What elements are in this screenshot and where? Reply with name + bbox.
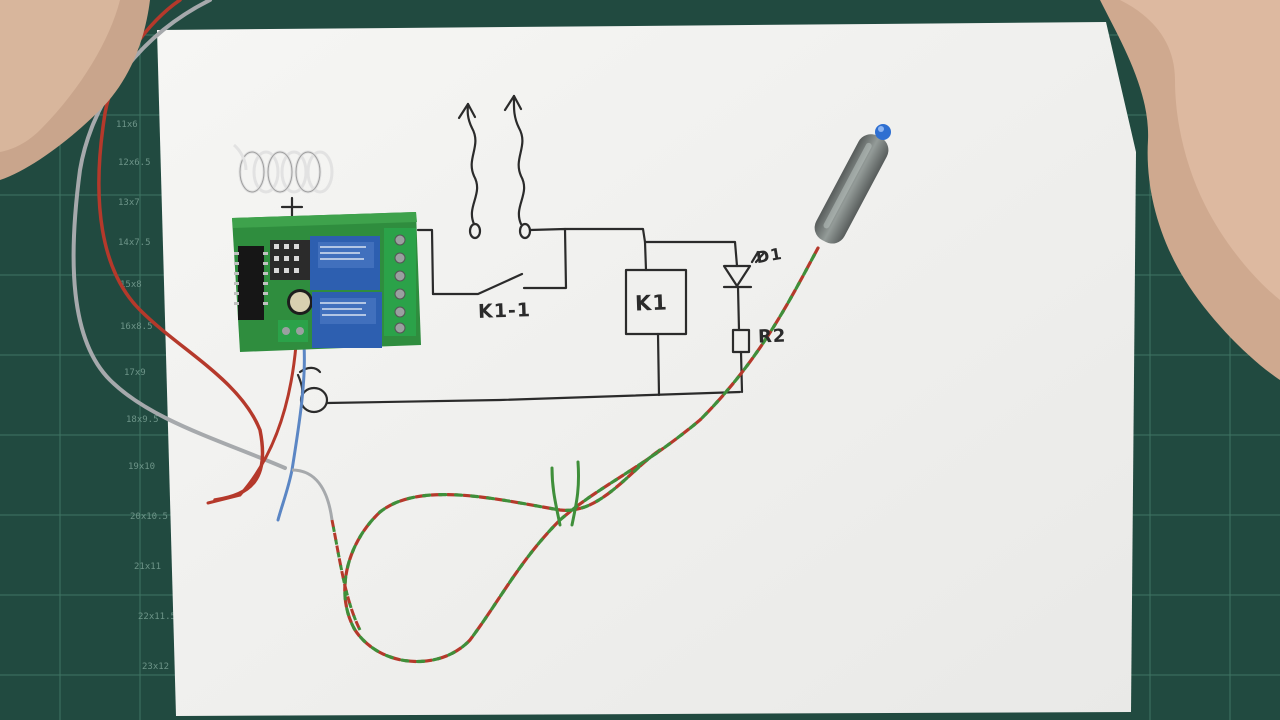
schematic-lines bbox=[280, 94, 765, 414]
load-wire-wavy bbox=[466, 102, 479, 226]
mat-mark: 20x10.5 bbox=[130, 512, 168, 522]
mat-mark: 15x8 bbox=[120, 280, 142, 290]
load-wire-wavy bbox=[512, 94, 526, 226]
mat-mark: 19x10 bbox=[128, 462, 156, 472]
ic-chip bbox=[238, 246, 264, 320]
screw-terminals bbox=[384, 228, 416, 336]
relay-1 bbox=[310, 236, 380, 290]
relay-2 bbox=[312, 292, 382, 348]
mat-mark: 21x11 bbox=[134, 562, 162, 572]
mat-mark: 14x7.5 bbox=[118, 238, 151, 248]
mat-mark: 17x9 bbox=[124, 368, 146, 378]
mat-mark: 18x9.5 bbox=[126, 415, 159, 425]
mat-mark: 13x7 bbox=[118, 198, 140, 208]
resistor-label: R2 bbox=[757, 325, 787, 348]
relay-coil-box bbox=[624, 268, 688, 336]
led-probe bbox=[814, 134, 889, 244]
mat-mark: 23x12 bbox=[142, 662, 170, 672]
relay-module bbox=[232, 212, 421, 352]
blue-wire bbox=[276, 343, 306, 522]
led-symbol bbox=[722, 264, 752, 288]
mat-mark: 22x11.5 bbox=[138, 612, 176, 622]
mat-mark: 16x8.5 bbox=[120, 322, 153, 332]
twisted-wire-green bbox=[343, 246, 820, 664]
switch-label: K1-1 bbox=[477, 299, 532, 323]
mat-mark: 11x6 bbox=[116, 120, 138, 130]
mat-mark: 12x6.5 bbox=[118, 158, 151, 168]
paper-sheet bbox=[157, 22, 1136, 716]
blue-led bbox=[875, 124, 891, 140]
relay-label: K1 bbox=[634, 290, 669, 316]
